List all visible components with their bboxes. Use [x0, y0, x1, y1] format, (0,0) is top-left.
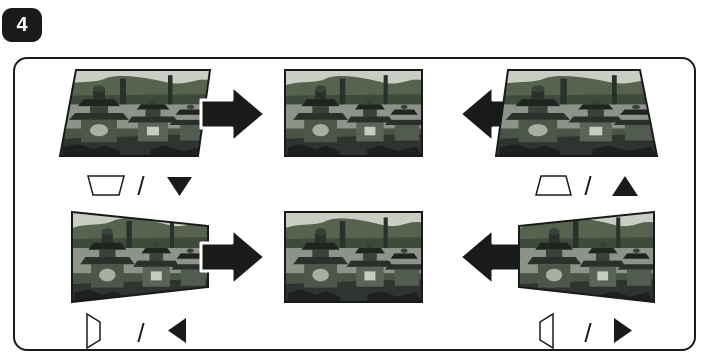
keystone-right-narrow-outline-icon	[86, 312, 101, 350]
illustration-frame	[13, 57, 696, 351]
keystone-top-wide-outline-icon	[87, 175, 125, 196]
corrected-image-top	[284, 69, 423, 157]
keystone-left-narrow-image	[518, 210, 655, 304]
keystone-bottom-wide-outline-icon	[535, 175, 572, 196]
step-number-badge: 4	[2, 8, 42, 42]
slash-text: /	[137, 171, 145, 201]
keystone-bottom-wide-image	[494, 69, 659, 157]
corrected-image-bottom	[284, 211, 423, 303]
keystone-top-wide-image	[58, 69, 212, 157]
slash-text: /	[137, 318, 145, 348]
keystone-right-narrow-image	[71, 210, 209, 304]
slash-text: /	[584, 171, 592, 201]
left-triangle-icon	[168, 318, 186, 343]
down-triangle-icon	[167, 177, 192, 196]
up-triangle-icon	[612, 176, 638, 196]
right-triangle-icon	[614, 318, 632, 343]
arrow-right-icon	[199, 227, 267, 287]
arrow-left-icon	[458, 227, 526, 287]
keystone-left-narrow-outline-icon	[539, 312, 554, 350]
arrow-right-icon	[199, 84, 267, 144]
step-number: 4	[16, 13, 28, 36]
slash-text: /	[584, 318, 592, 348]
